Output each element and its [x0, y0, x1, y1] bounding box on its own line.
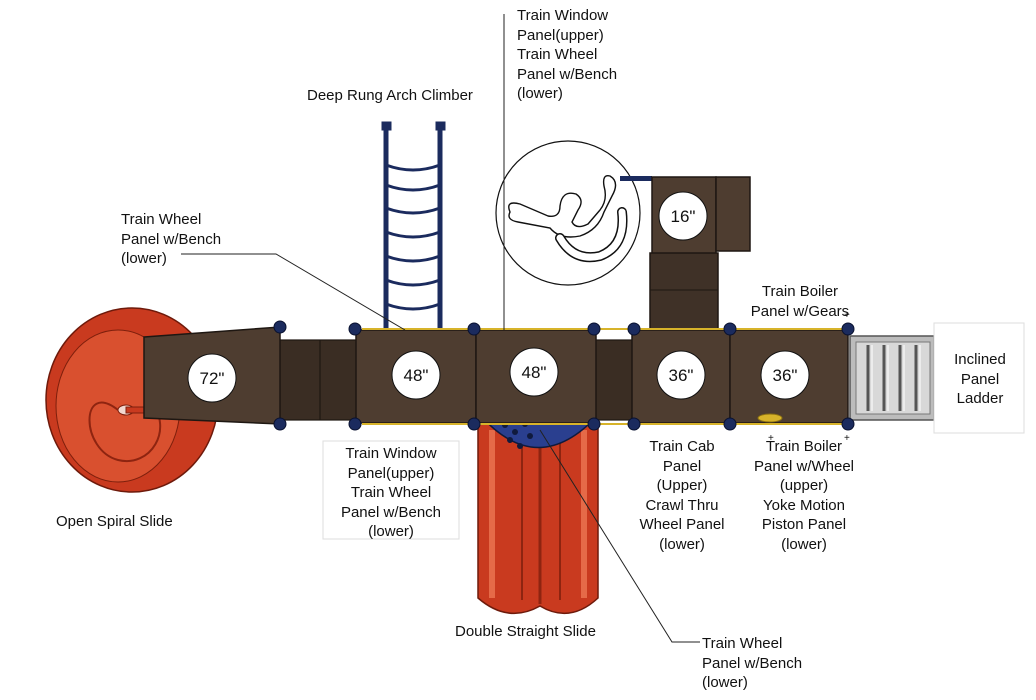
deck-size-markers: 72" 48" 48" 36" 36" 16" — [187, 191, 810, 403]
deck-connectors — [279, 339, 633, 421]
label-line: Deep Rung Arch Climber — [307, 87, 473, 104]
svg-text:+: + — [844, 310, 850, 321]
deck-size-36-left-text: 36" — [669, 366, 694, 385]
deck-size-48-left-text: 48" — [404, 366, 429, 385]
label-line: Panel w/Gears — [750, 302, 850, 320]
label-line: Train Wheel — [702, 635, 783, 652]
label-line: Train Boiler — [761, 283, 839, 300]
label-line: Panel w/Bench — [702, 654, 803, 672]
label-line: Train Wheel — [517, 46, 598, 63]
label-train-window-top: Train Window Panel(upper) Train Wheel Pa… — [517, 6, 617, 104]
label-line: (lower) — [121, 250, 167, 267]
label-line: (lower) — [368, 523, 414, 540]
label-line: (lower) — [659, 535, 705, 553]
label-line: (upper) — [779, 477, 829, 494]
steering-accent — [757, 413, 783, 423]
label-line: Ladder — [956, 390, 1004, 407]
label-line: Train Window — [517, 7, 609, 24]
label-line: (Upper) — [656, 477, 708, 494]
deck-size-48-right: 48" — [509, 347, 559, 397]
inclined-panel-ladder — [849, 335, 935, 421]
label-line: Yoke Motion — [762, 496, 845, 514]
label-line: Panel w/Bench — [340, 503, 442, 521]
label-line: Train Cab — [649, 438, 715, 455]
main-decks — [143, 326, 849, 425]
deep-rung-arch-climber — [381, 121, 446, 330]
deck-size-48-right-text: 48" — [522, 363, 547, 382]
deck-rails — [362, 328, 852, 425]
label-train-window-bottom: Train Window Panel(upper) Train Wheel Pa… — [323, 444, 459, 542]
label-line: Piston Panel — [761, 516, 847, 533]
label-line: Open Spiral Slide — [56, 513, 173, 530]
svg-text:+: + — [844, 433, 850, 444]
label-train-boiler-wheel: Train Boiler Panel w/Wheel (upper) Yoke … — [742, 437, 866, 554]
label-line: Crawl Thru — [645, 496, 719, 514]
deck-size-72-text: 72" — [200, 369, 225, 388]
deck-size-36-right: 36" — [760, 350, 810, 400]
svg-text:+: + — [768, 433, 774, 444]
label-train-cab: Train Cab Panel (Upper) Crawl Thru Wheel… — [624, 437, 740, 554]
label-line: (lower) — [781, 535, 827, 553]
label-line: Panel(upper) — [347, 464, 435, 482]
label-line: Panel w/Wheel — [753, 457, 855, 475]
leader-lines — [181, 14, 700, 643]
label-open-spiral-slide: Open Spiral Slide — [56, 512, 173, 532]
label-deep-rung-arch-climber: Deep Rung Arch Climber — [307, 86, 473, 106]
deck-size-16-text: 16" — [671, 207, 696, 226]
label-inclined-panel-ladder: Inclined Panel Ladder — [938, 350, 1022, 409]
deck-size-72: 72" — [187, 353, 237, 403]
ladder-callout-box — [933, 322, 1025, 434]
label-line: Train Wheel — [121, 211, 202, 228]
window-callout-box — [322, 440, 460, 540]
label-line: (lower) — [702, 674, 748, 691]
label-line: Panel — [960, 370, 1000, 388]
double-straight-slide — [477, 414, 600, 615]
posts — [273, 320, 855, 431]
label-line: Panel(upper) — [517, 26, 604, 44]
label-line: Inclined — [954, 351, 1006, 368]
deck-size-16: 16" — [658, 191, 708, 241]
label-train-boiler-gears: Train Boiler Panel w/Gears — [740, 282, 860, 321]
deck-size-36-right-text: 36" — [773, 366, 798, 385]
label-line: Panel — [662, 457, 702, 475]
label-line: Train Window — [345, 445, 437, 462]
label-double-straight-slide: Double Straight Slide — [455, 622, 596, 642]
label-line: Panel w/Bench — [121, 230, 222, 248]
steering-wheel-detail — [495, 140, 652, 286]
label-line: Train Wheel — [350, 484, 432, 501]
deck-size-36-left: 36" — [656, 350, 706, 400]
deck-size-48-left: 48" — [391, 350, 441, 400]
plus-markers: + + + — [768, 310, 850, 444]
label-train-wheel-bottom: Train Wheel Panel w/Bench (lower) — [702, 634, 802, 693]
label-train-wheel-left: Train Wheel Panel w/Bench (lower) — [121, 210, 221, 269]
label-line: (lower) — [517, 85, 563, 102]
label-line: Train Boiler — [765, 438, 843, 455]
label-line: Panel w/Bench — [517, 65, 618, 83]
label-line: Wheel Panel — [639, 516, 725, 533]
label-line: Double Straight Slide — [455, 623, 596, 640]
